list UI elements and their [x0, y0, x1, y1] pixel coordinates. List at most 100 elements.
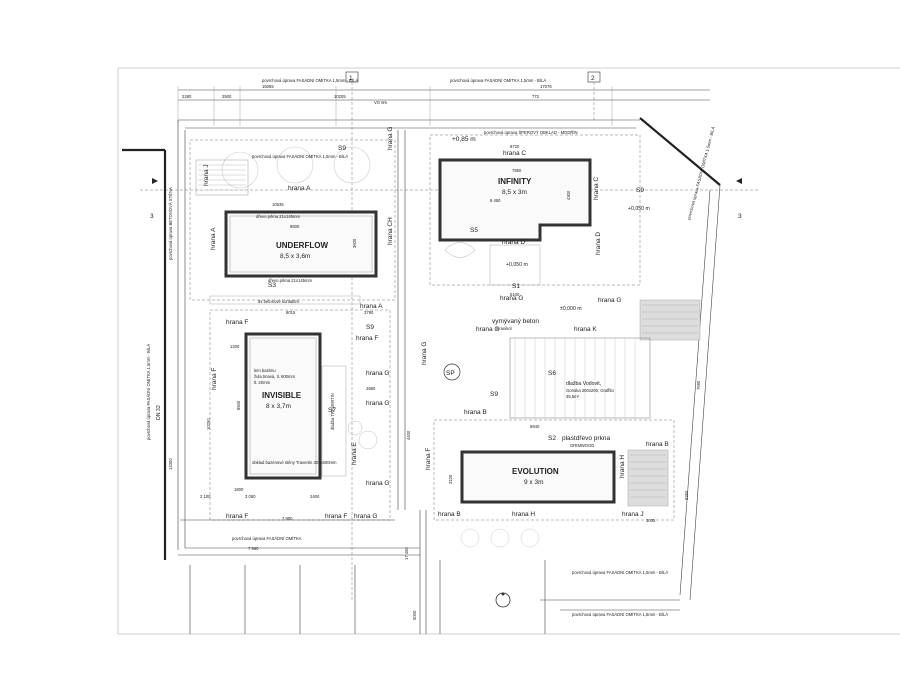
- edge-l: hrana F: [425, 448, 432, 470]
- zone-s5: S5: [470, 227, 478, 234]
- center-column: hrana CH hrana G hrana G SP hrana F S9 1…: [387, 127, 498, 621]
- facade-br2-label: povrchová úprava FASÁDNÍ OMÍTKA 1,5mm - …: [572, 612, 668, 617]
- invisible-note2: žula tmavá, tl. 600mm: [254, 374, 295, 379]
- dim-7900: 7 900: [282, 516, 293, 521]
- edge-c-top: hrana C: [503, 150, 526, 157]
- zone-s1: S1: [512, 283, 520, 290]
- left-annotations: povrchová úprava FASÁDNÍ OMÍTKA 1,5mm - …: [146, 187, 211, 470]
- underflow-area: S9 povrchová úprava FASÁDNÍ OMÍTKA 1,5mm…: [189, 139, 396, 315]
- edge-e-1: hrana E: [351, 442, 358, 465]
- edge-g-inv1: hrana G: [366, 370, 390, 377]
- facade-pool-label: povrchová úprava FASÁDNÍ OMÍTKA 1,5mm - …: [252, 154, 348, 159]
- infinity-pool: [438, 158, 592, 242]
- dim-2500: 2500: [222, 94, 232, 99]
- edge-f-left: hrana F: [211, 368, 218, 390]
- dim-1200: 1200: [230, 344, 240, 349]
- dim-17076: 17076: [540, 84, 552, 89]
- invisible-pool: [244, 332, 322, 480]
- underflow-name: UNDERFLOW: [276, 241, 328, 250]
- level-085: +0,85 m: [452, 136, 476, 143]
- infinity-name: INFINITY: [498, 177, 532, 186]
- edge-f-top: hrana F: [226, 319, 248, 326]
- evolution-pool: [460, 450, 616, 504]
- facade-top-right-label: povrchová úprava FASÁDNÍ OMÍTKA 1,5mm - …: [450, 78, 546, 83]
- underflow-dim-w: 8500: [290, 224, 300, 229]
- facade-left-label: povrchová úprava FASÁDNÍ OMÍTKA 1,5mm - …: [146, 344, 151, 440]
- edge-c-right: hrana C: [593, 177, 600, 200]
- facade-right-label: povrchová úprava FASÁDNÍ OMÍTKA 1,5mm - …: [686, 126, 716, 220]
- edge-g-bottom: hrana G: [354, 513, 378, 520]
- dim-4400: 4400: [406, 430, 411, 440]
- evolution-size: 9 x 3m: [524, 479, 544, 486]
- edge-b-bottom: hrana B: [438, 511, 461, 518]
- invisible-area: hrana F S9 hrana F 1200 4200 lem bazénu …: [180, 309, 395, 551]
- edge-a-top: hrana A: [288, 185, 311, 192]
- steel-label: povrchová úprava ŠPEROVÝ OBKLAD - MODŘÍN: [484, 130, 578, 135]
- edge-b-1: hrana B: [464, 409, 487, 416]
- evolution-name: EVOLUTION: [512, 467, 559, 476]
- zone-s2: S2: [548, 435, 556, 442]
- dim-5100: 5100: [510, 292, 520, 297]
- underflow-pool: [224, 210, 378, 278]
- edge-d-mid: hrana D: [502, 239, 525, 246]
- edge-a-mid: hrana A: [360, 303, 383, 310]
- edge-h-right: hrana H: [619, 455, 626, 478]
- section-label-2-top: 2: [591, 75, 595, 82]
- edge-k: hrana K: [574, 326, 597, 333]
- invisible-dim-h: 8500: [236, 400, 241, 410]
- concrete-label: vymývaný beton: [492, 318, 539, 325]
- dim-3050: 3 050: [245, 494, 256, 499]
- plastic-label: plastdřevo prkna: [562, 435, 610, 442]
- dn-label: DN 32: [156, 405, 162, 420]
- dim-7560: 7 560: [248, 546, 259, 551]
- dim-772: 772: [532, 94, 540, 99]
- dim-17450: 17 450: [404, 547, 409, 560]
- infinity-dim-h: 4300: [566, 190, 571, 200]
- zone-s7: S7: [328, 407, 336, 414]
- zone-s9-mid: S9: [366, 324, 374, 331]
- invisible-note3: tl. 20mm: [254, 380, 271, 385]
- edge-f-bottom: hrana F: [226, 513, 248, 520]
- kontaktni-label: 8x betonové kontaktní: [258, 299, 300, 304]
- dim-2280: 2280: [182, 94, 192, 99]
- zone-s3: S3: [268, 282, 276, 289]
- section-label-1-top: 1: [349, 75, 353, 82]
- edge-h-bottom: hrana H: [512, 511, 535, 518]
- edge-ch: hrana CH: [387, 217, 394, 245]
- infinity-dim-w: 7850: [512, 168, 522, 173]
- slab-label: dlažba Vodovit,: [566, 381, 601, 387]
- evolution-dim-h: 3100: [448, 474, 453, 484]
- dim-5000-c: 5000: [412, 610, 417, 620]
- zone-s9-center: S9: [490, 391, 498, 398]
- facade-br1-label: povrchová úprava FASÁDNÍ OMÍTKA 1,5mm - …: [572, 570, 668, 575]
- infinity-inner: 6 450: [490, 198, 501, 203]
- dim-10205: 10205: [334, 94, 346, 99]
- edge-g-center: hrana G: [421, 342, 428, 366]
- infinity-size: 8,5 x 3m: [502, 189, 527, 196]
- dim-vo: VO 8m: [374, 100, 388, 105]
- dim-8015: 8015: [286, 310, 296, 315]
- top-dimension-chain: 2280 2500 15065 10205 17076 772 VO 8m po…: [177, 78, 710, 126]
- facade-bottom-label: povrchová úprava FASÁDNÍ OMÍTKA: [232, 536, 302, 541]
- zone-s9-right: S9: [636, 187, 644, 194]
- invisible-size: 8 x 3,7m: [266, 403, 291, 410]
- edge-g-s6: hrana G: [476, 326, 500, 333]
- dim-3790: 3790: [364, 310, 374, 315]
- section-label-3-right: 3: [738, 213, 742, 220]
- invisible-note1: lem bazénu: [254, 368, 276, 373]
- dim-7690: 7690: [696, 380, 701, 390]
- edge-g-center-top: hrana G: [387, 127, 394, 151]
- invisible-name: INVISIBLE: [262, 391, 302, 400]
- edge-g-inv3: hrana G: [366, 480, 390, 487]
- evolution-area: S2 plastdřevo prkna GRIMWOOD hrana B 910…: [433, 419, 689, 548]
- travertin-label: dlažba TRAVERTIN: [330, 393, 335, 430]
- section-label-3-left: 3: [150, 213, 154, 220]
- infinity-area: +0,85 m povrchová úprava ŠPEROVÝ OBKLAD …: [429, 130, 701, 341]
- edge-j-top: hrana J: [203, 164, 210, 186]
- dim-9350: 9350: [684, 490, 689, 500]
- dim-2100: 2 100: [200, 494, 211, 499]
- underflow-dim-h: 3600: [352, 238, 357, 248]
- plastic-label2: GRIMWOOD: [570, 443, 594, 448]
- dim-2400: 2400: [310, 494, 320, 499]
